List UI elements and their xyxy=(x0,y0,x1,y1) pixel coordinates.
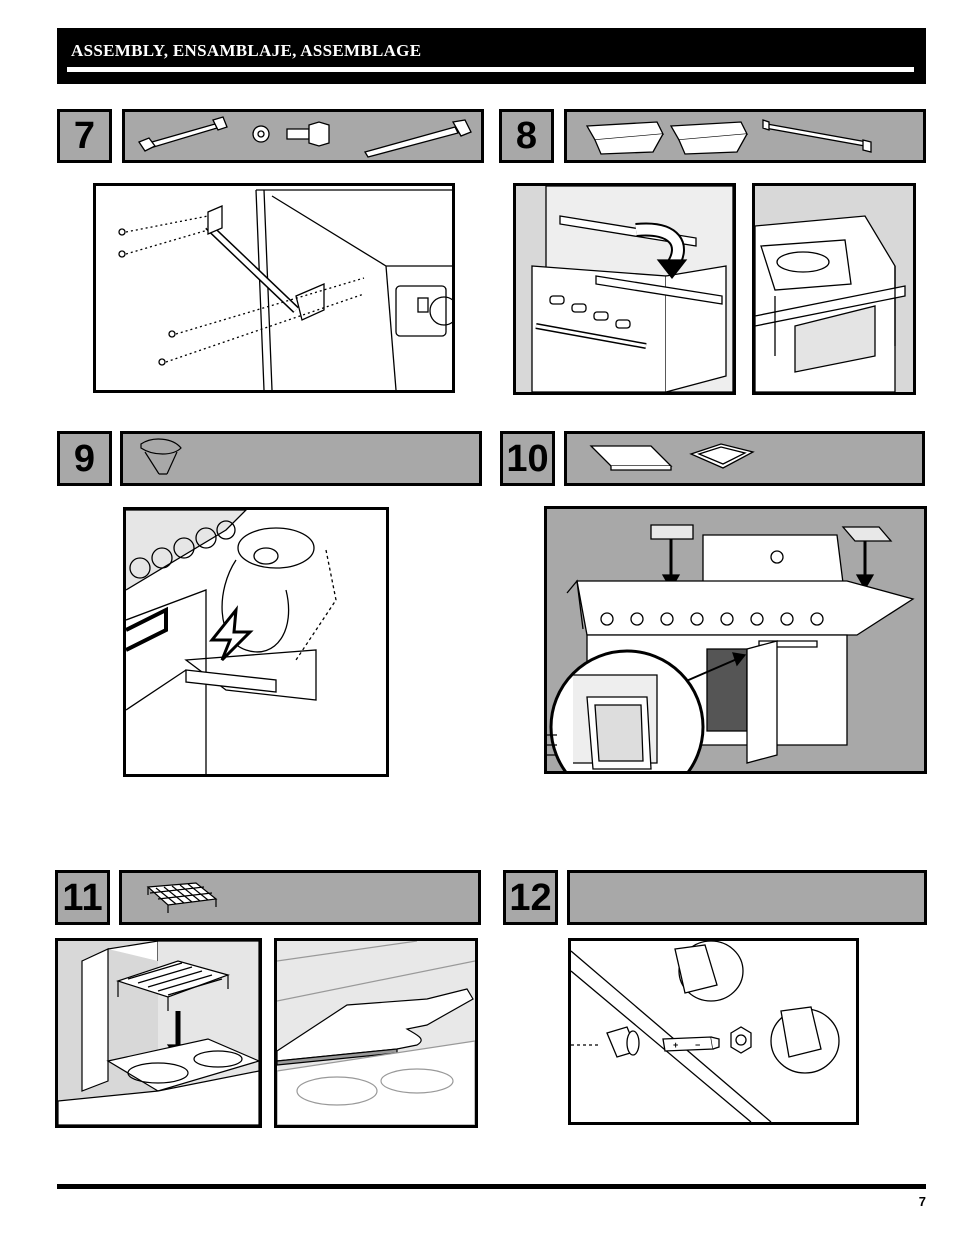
step-12-number: 12 xyxy=(503,870,558,925)
step-7-parts-illustration xyxy=(125,112,481,160)
header-rule xyxy=(67,67,914,72)
step-8-illustration-b xyxy=(752,183,916,395)
footer-rule xyxy=(57,1184,926,1189)
step-7-number: 7 xyxy=(57,109,112,163)
step-9-parts-strip xyxy=(120,431,482,486)
step-9-illustration xyxy=(123,507,389,777)
step-8-parts-strip xyxy=(564,109,926,163)
step-8-illustration-a xyxy=(513,183,736,395)
step-9-number: 9 xyxy=(57,431,112,486)
step-7-illustration xyxy=(93,183,455,393)
step-10-number: 10 xyxy=(500,431,555,486)
step-11-parts-strip xyxy=(119,870,481,925)
step-8-parts-illustration xyxy=(567,112,923,160)
step-12-illustration: + − xyxy=(568,938,859,1125)
step-10-parts-strip xyxy=(564,431,925,486)
step-11-illustration-b xyxy=(274,938,478,1128)
step-8-number: 8 xyxy=(499,109,554,163)
step-10-parts-illustration xyxy=(567,434,922,483)
step-7-parts-strip xyxy=(122,109,484,163)
step-11-illustration-a xyxy=(55,938,262,1128)
page-number: 7 xyxy=(900,1194,926,1209)
battery-plus-label: + xyxy=(673,1040,678,1050)
section-header: ASSEMBLY, ENSAMBLAJE, ASSEMBLAGE xyxy=(57,28,926,84)
step-9-parts-illustration xyxy=(123,434,479,483)
step-11-number: 11 xyxy=(55,870,110,925)
step-12-parts-strip xyxy=(567,870,927,925)
section-title: ASSEMBLY, ENSAMBLAJE, ASSEMBLAGE xyxy=(71,41,421,61)
battery-minus-label: − xyxy=(695,1040,700,1050)
step-11-parts-illustration xyxy=(122,873,478,922)
step-10-illustration xyxy=(544,506,927,774)
